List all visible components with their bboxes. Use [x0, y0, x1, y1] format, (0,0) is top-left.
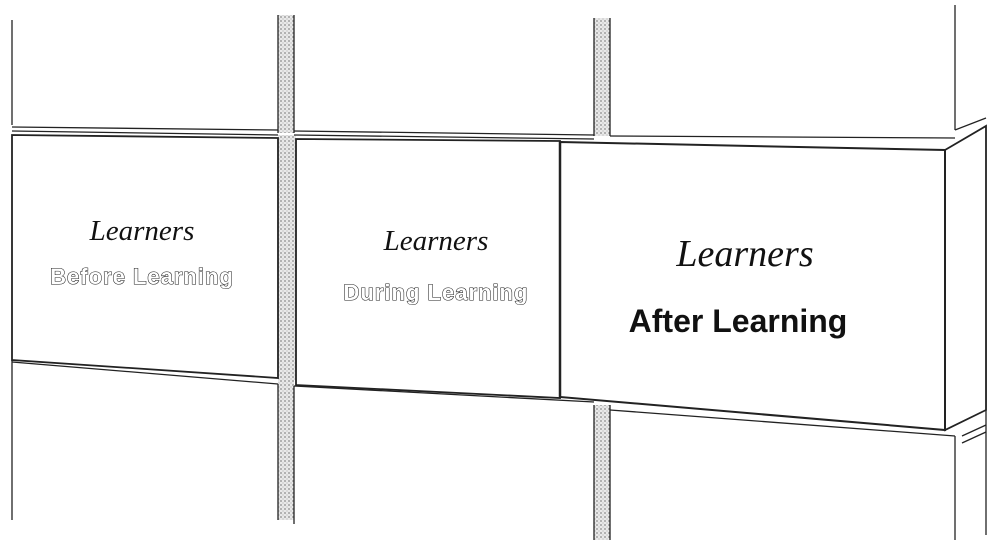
block-before-learning-phase: Before Learning	[50, 264, 234, 289]
block-after-learning-word: Learners	[675, 233, 813, 275]
block-during-learning-word: Learners	[383, 225, 489, 257]
block-after-learning-side	[944, 124, 987, 432]
block-before-learning: Learners Before Learning	[11, 134, 279, 379]
block-during-learning: Learners During Learning	[295, 138, 561, 399]
wall-lines	[11, 5, 987, 540]
block-after-learning: Learners After Learning	[558, 124, 987, 432]
block-before-learning-word: Learners	[89, 215, 195, 247]
block-after-learning-phase: After Learning	[629, 303, 848, 339]
mortar-joints	[278, 15, 610, 540]
block-during-learning-phase: During Learning	[344, 280, 529, 305]
